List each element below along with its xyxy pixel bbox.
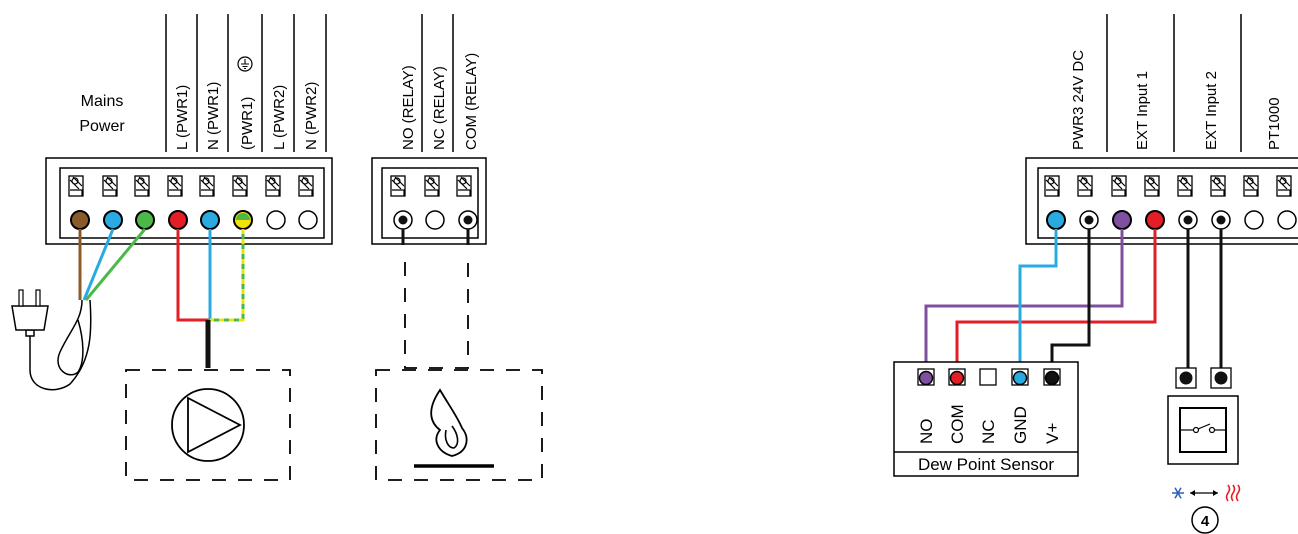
heat-icon xyxy=(1225,484,1241,502)
label-l-pwr1: L (PWR1) xyxy=(174,85,191,150)
right-label-separators xyxy=(1106,14,1242,152)
earth-icon xyxy=(237,56,253,72)
mains-label-separators xyxy=(165,14,327,152)
label-com-relay: COM (RELAY) xyxy=(463,53,480,150)
mains-title-line2: Power xyxy=(79,118,125,135)
switch-module xyxy=(1167,367,1239,465)
plug-icon xyxy=(11,289,92,391)
sensor-pin-com: COM xyxy=(948,404,967,444)
label-pwr3: PWR3 24V DC xyxy=(1070,50,1087,150)
label-n-pwr1: N (PWR1) xyxy=(205,82,222,150)
label-ext-input-1: EXT Input 1 xyxy=(1134,71,1151,150)
sensor-pin-nc: NC xyxy=(979,419,998,444)
snowflake-icon xyxy=(1172,487,1184,499)
burner-enclosure xyxy=(375,262,543,481)
relay-terminal-block xyxy=(371,157,487,245)
label-ext-input-2: EXT Input 2 xyxy=(1203,71,1220,150)
label-l-pwr2: L (PWR2) xyxy=(271,85,288,150)
right-terminal-block xyxy=(1025,157,1298,245)
sensor-pin-vplus: V+ xyxy=(1043,423,1062,444)
relay-label-separators xyxy=(421,14,454,152)
number-badge xyxy=(1191,506,1219,534)
mains-wires xyxy=(78,228,245,368)
dew-point-sensor xyxy=(893,361,1079,477)
double-arrow-icon xyxy=(1190,490,1218,496)
label-earth-pwr1: (PWR1) xyxy=(239,97,256,150)
sensor-pin-gnd: GND xyxy=(1011,406,1030,444)
badge-number: 4 xyxy=(1201,513,1210,530)
mains-title-line1: Mains xyxy=(81,93,124,110)
label-pt1000: PT1000 xyxy=(1266,97,1283,150)
sensor-pin-no: NO xyxy=(917,419,936,445)
pump-enclosure xyxy=(125,369,291,481)
label-n-pwr2: N (PWR2) xyxy=(303,82,320,150)
label-nc-relay: NC (RELAY) xyxy=(431,66,448,150)
label-no-relay: NO (RELAY) xyxy=(400,65,417,150)
sensor-title: Dew Point Sensor xyxy=(918,455,1054,474)
mains-terminal-block xyxy=(45,157,333,245)
sensor-wires xyxy=(924,229,1223,378)
